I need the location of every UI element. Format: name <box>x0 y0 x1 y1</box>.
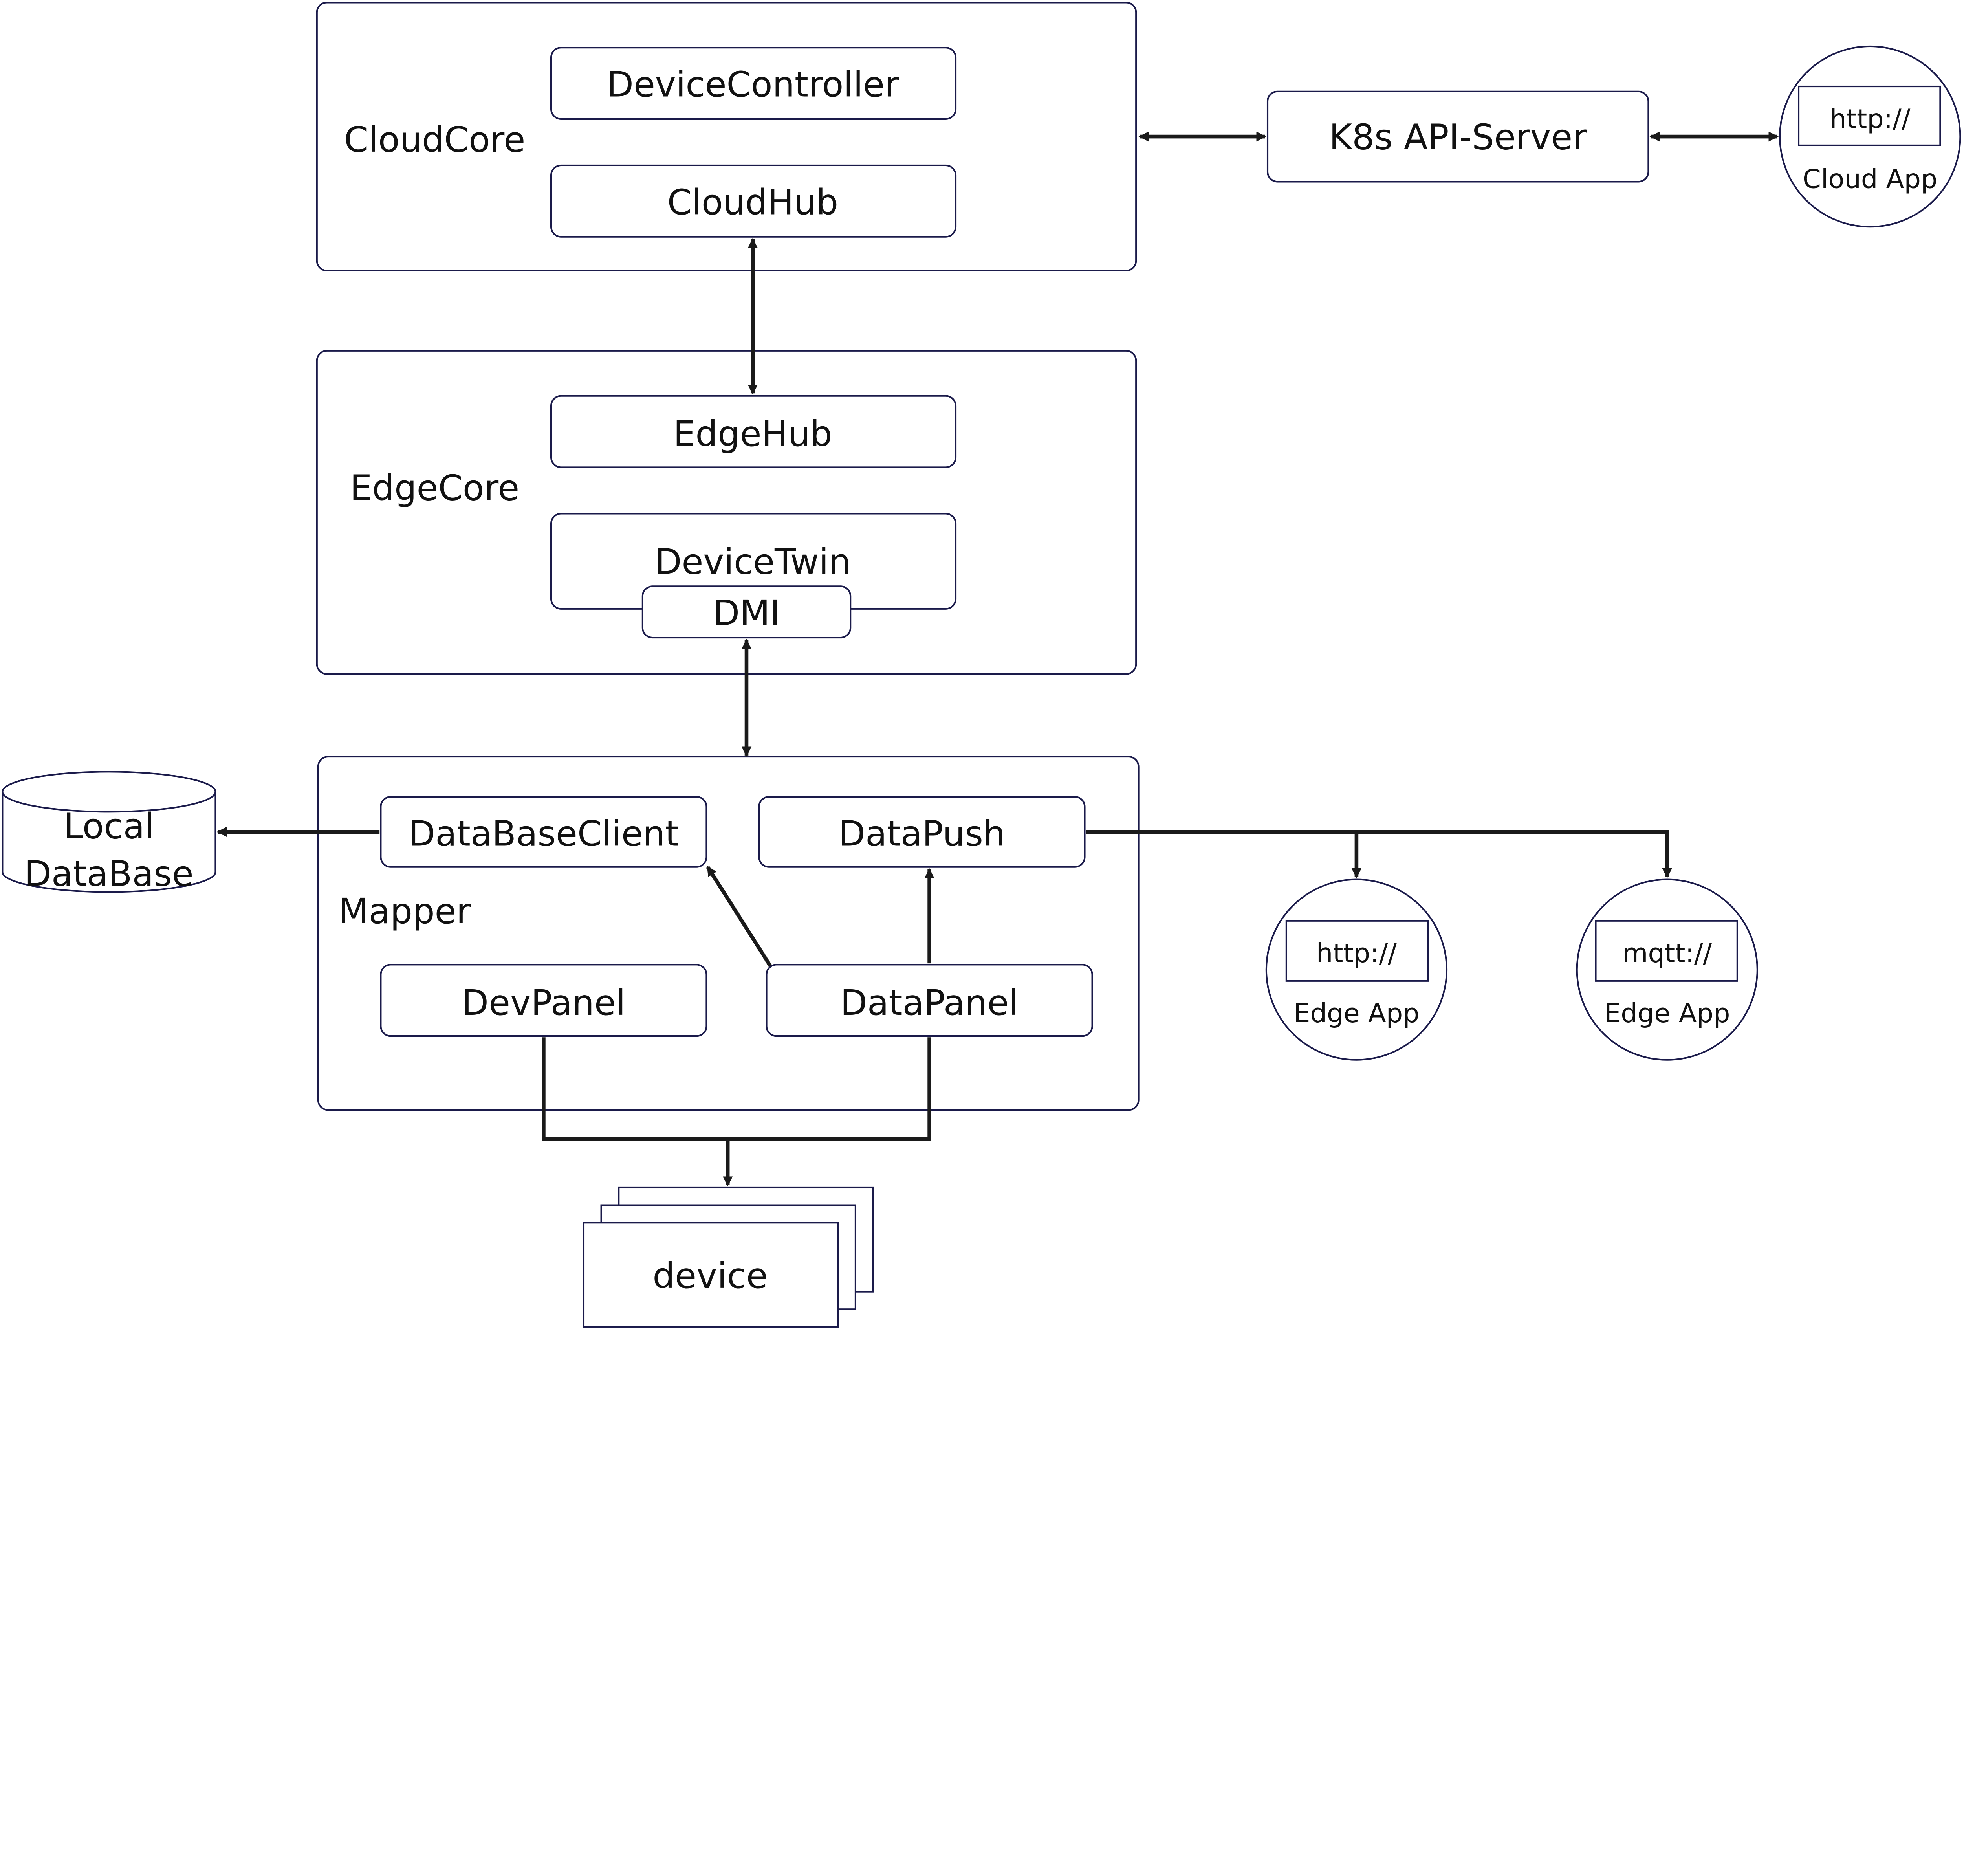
edgehub-label: EdgeHub <box>673 414 832 455</box>
arrow-datapush-mqtt-app <box>1086 830 1673 878</box>
edge-app-mqtt-label: Edge App <box>1604 998 1730 1029</box>
devicetwin-label: DeviceTwin <box>655 541 851 582</box>
edge-app-http-label: Edge App <box>1293 998 1420 1029</box>
edgecore-group: EdgeCore EdgeHub DeviceTwin DMI <box>316 350 1137 675</box>
line-panels-bus <box>542 1037 931 1141</box>
local-db-line2: DataBase <box>24 853 194 894</box>
mapper-label: Mapper <box>339 891 471 932</box>
cloudhub-label: CloudHub <box>667 182 838 223</box>
database-client-box <box>380 796 707 868</box>
edge-app-mqtt: mqtt:// Edge App <box>1576 878 1758 1061</box>
cloudhub-box <box>550 164 957 238</box>
devpanel-label: DevPanel <box>462 983 625 1023</box>
local-db-line1: Local <box>64 806 154 847</box>
architecture-diagram: CloudCore DeviceController CloudHub K8s … <box>2 2 1961 1328</box>
dmi-box <box>641 585 852 639</box>
k8s-api-server-label: K8s API-Server <box>1329 117 1587 158</box>
local-database: Local DataBase <box>2 771 216 894</box>
device-label: device <box>652 1256 768 1297</box>
edge-app-mqtt-url-box <box>1595 920 1738 982</box>
device-controller-label: DeviceController <box>606 64 899 105</box>
cloud-app-url-box <box>1797 85 1941 146</box>
datapanel-label: DataPanel <box>840 983 1019 1023</box>
database-client-label: DataBaseClient <box>408 813 679 854</box>
datapanel-box <box>766 964 1093 1037</box>
edgecore-label: EdgeCore <box>350 468 519 508</box>
mapper-group: Mapper DataBaseClient DataPush DevPanel … <box>317 756 1140 1111</box>
device-card-front <box>583 1222 839 1328</box>
database-top <box>2 771 216 813</box>
edgehub-box <box>550 395 957 468</box>
edge-app-http-url: http:// <box>1316 938 1397 968</box>
cloud-app-url: http:// <box>1830 103 1911 134</box>
k8s-api-server-box <box>1266 90 1649 183</box>
cloudcore-label: CloudCore <box>344 119 526 160</box>
cloudcore-group: CloudCore DeviceController CloudHub <box>316 2 1137 271</box>
device-stack: device <box>583 1186 874 1328</box>
cloud-app-label: Cloud App <box>1803 163 1937 194</box>
edge-app-mqtt-url: mqtt:// <box>1622 938 1712 968</box>
datapush-box <box>758 796 1086 868</box>
datapush-label: DataPush <box>838 813 1005 854</box>
device-controller-box <box>550 47 957 120</box>
arrow-datapanel-dbclient <box>706 866 772 967</box>
database-body <box>2 792 216 893</box>
cloud-app: http:// Cloud App <box>1779 45 1961 228</box>
edge-app-http: http:// Edge App <box>1265 878 1448 1061</box>
edge-app-http-url-box <box>1285 920 1429 982</box>
dmi-label: DMI <box>713 593 780 634</box>
devpanel-box <box>380 964 707 1037</box>
